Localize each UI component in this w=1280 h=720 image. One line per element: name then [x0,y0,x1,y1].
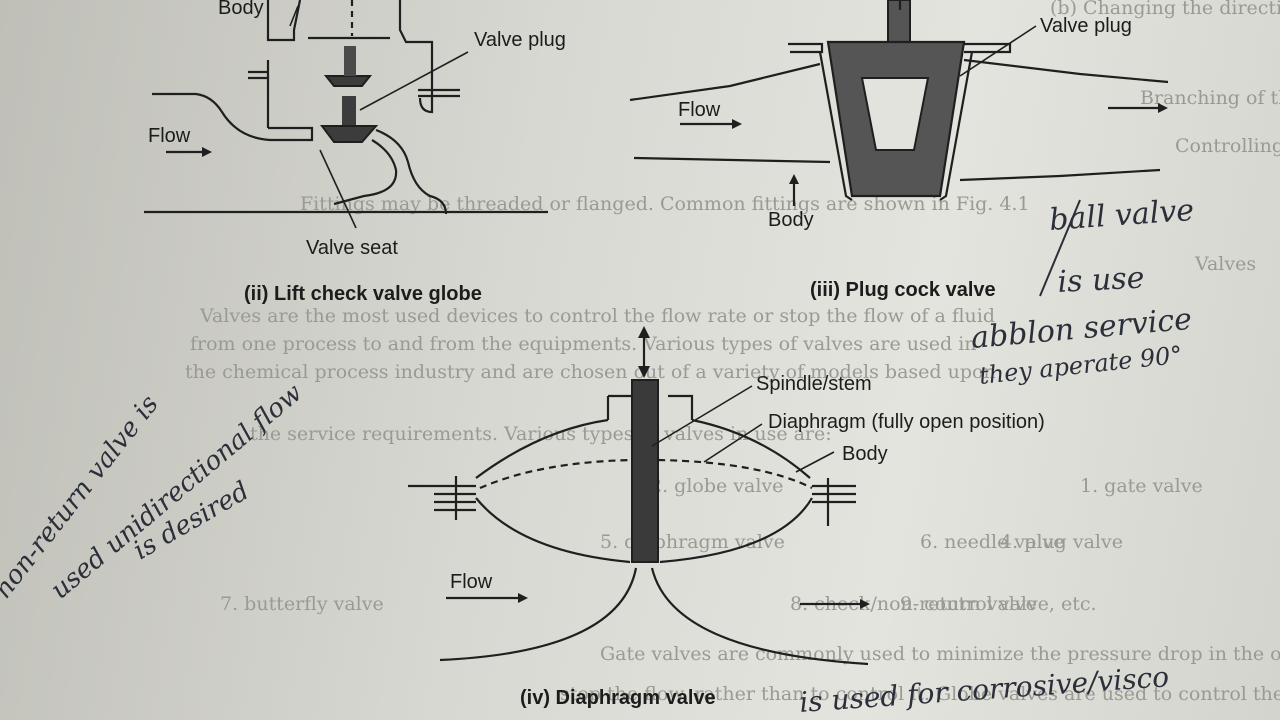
bleed-line-9: the service requirements. Various types … [250,423,832,445]
label-body-3: Body [842,443,888,465]
bleed-list-1: 1. gate valve [1080,475,1203,497]
bleed-line-3: Controlling the flow through a pipeline,… [1175,135,1280,157]
caption-diaphragm: (iv) Diaphragm valve [520,687,716,709]
bleed-line-11: stop the flow, rather than to control it… [560,683,1280,705]
label-flow-2: Flow [678,99,721,121]
bleed-line-4: Fittings may be threaded or flanged. Com… [300,193,1030,215]
label-body: Body [218,0,264,19]
bleed-line-7: from one process to and from the equipme… [190,333,977,355]
bleed-line-2: Branching of the pipeline, e.g. tee, cro… [1140,87,1280,109]
bleed-line-10: Gate valves are commonly used to minimiz… [600,643,1280,665]
note-bottom: is used for corrosive/visco [798,660,1170,719]
bleed-line-6: Valves are the most used devices to cont… [199,305,995,327]
background-text: (b) Changing the direction of flow, e.g.… [185,0,1280,705]
handwritten-notes: ball valve is use abblon service they ap… [0,193,1195,719]
label-spindle: Spindle/stem [756,373,872,395]
bleed-list-7: 7. butterfly valve [220,593,384,615]
plug-cock-valve-diagram: Valve plug Flow Body (iii) Plug cock val… [629,0,1169,301]
bleed-list-9: 9. control valve, etc. [900,593,1097,615]
bleed-list-2: 2. globe valve [650,475,783,497]
label-body-2: Body [768,209,814,231]
bleed-list-4: 4. plug valve [1000,531,1123,553]
bleed-line-8: the chemical process industry and are ch… [185,361,996,383]
caption-lift-check: (ii) Lift check valve globe [244,283,482,305]
caption-plug-cock: (iii) Plug cock valve [810,279,996,301]
bleed-list-6: 6. needle valve [920,531,1065,553]
bleed-list-8: 8. check/non-return valve [790,593,1037,615]
label-diaphragm: Diaphragm (fully open position) [768,411,1045,433]
label-flow-3: Flow [450,571,493,593]
label-valve-plug: Valve plug [474,29,566,51]
diaphragm-valve-diagram: Spindle/stem Diaphragm (fully open posit… [408,326,1045,709]
label-flow: Flow [148,125,191,147]
bleed-line-1: (b) Changing the direction of flow, e.g.… [1050,0,1280,19]
note-ball-2: is use [1057,260,1146,300]
note-ball-1: ball valve [1048,193,1195,238]
label-valve-seat: Valve seat [306,237,398,259]
lift-check-valve-diagram: Body Valve plug Flow Valve seat (ii) Lif… [144,0,566,305]
label-valve-plug-2: Valve plug [1040,15,1132,37]
bleed-line-5: Valves [1194,253,1256,275]
